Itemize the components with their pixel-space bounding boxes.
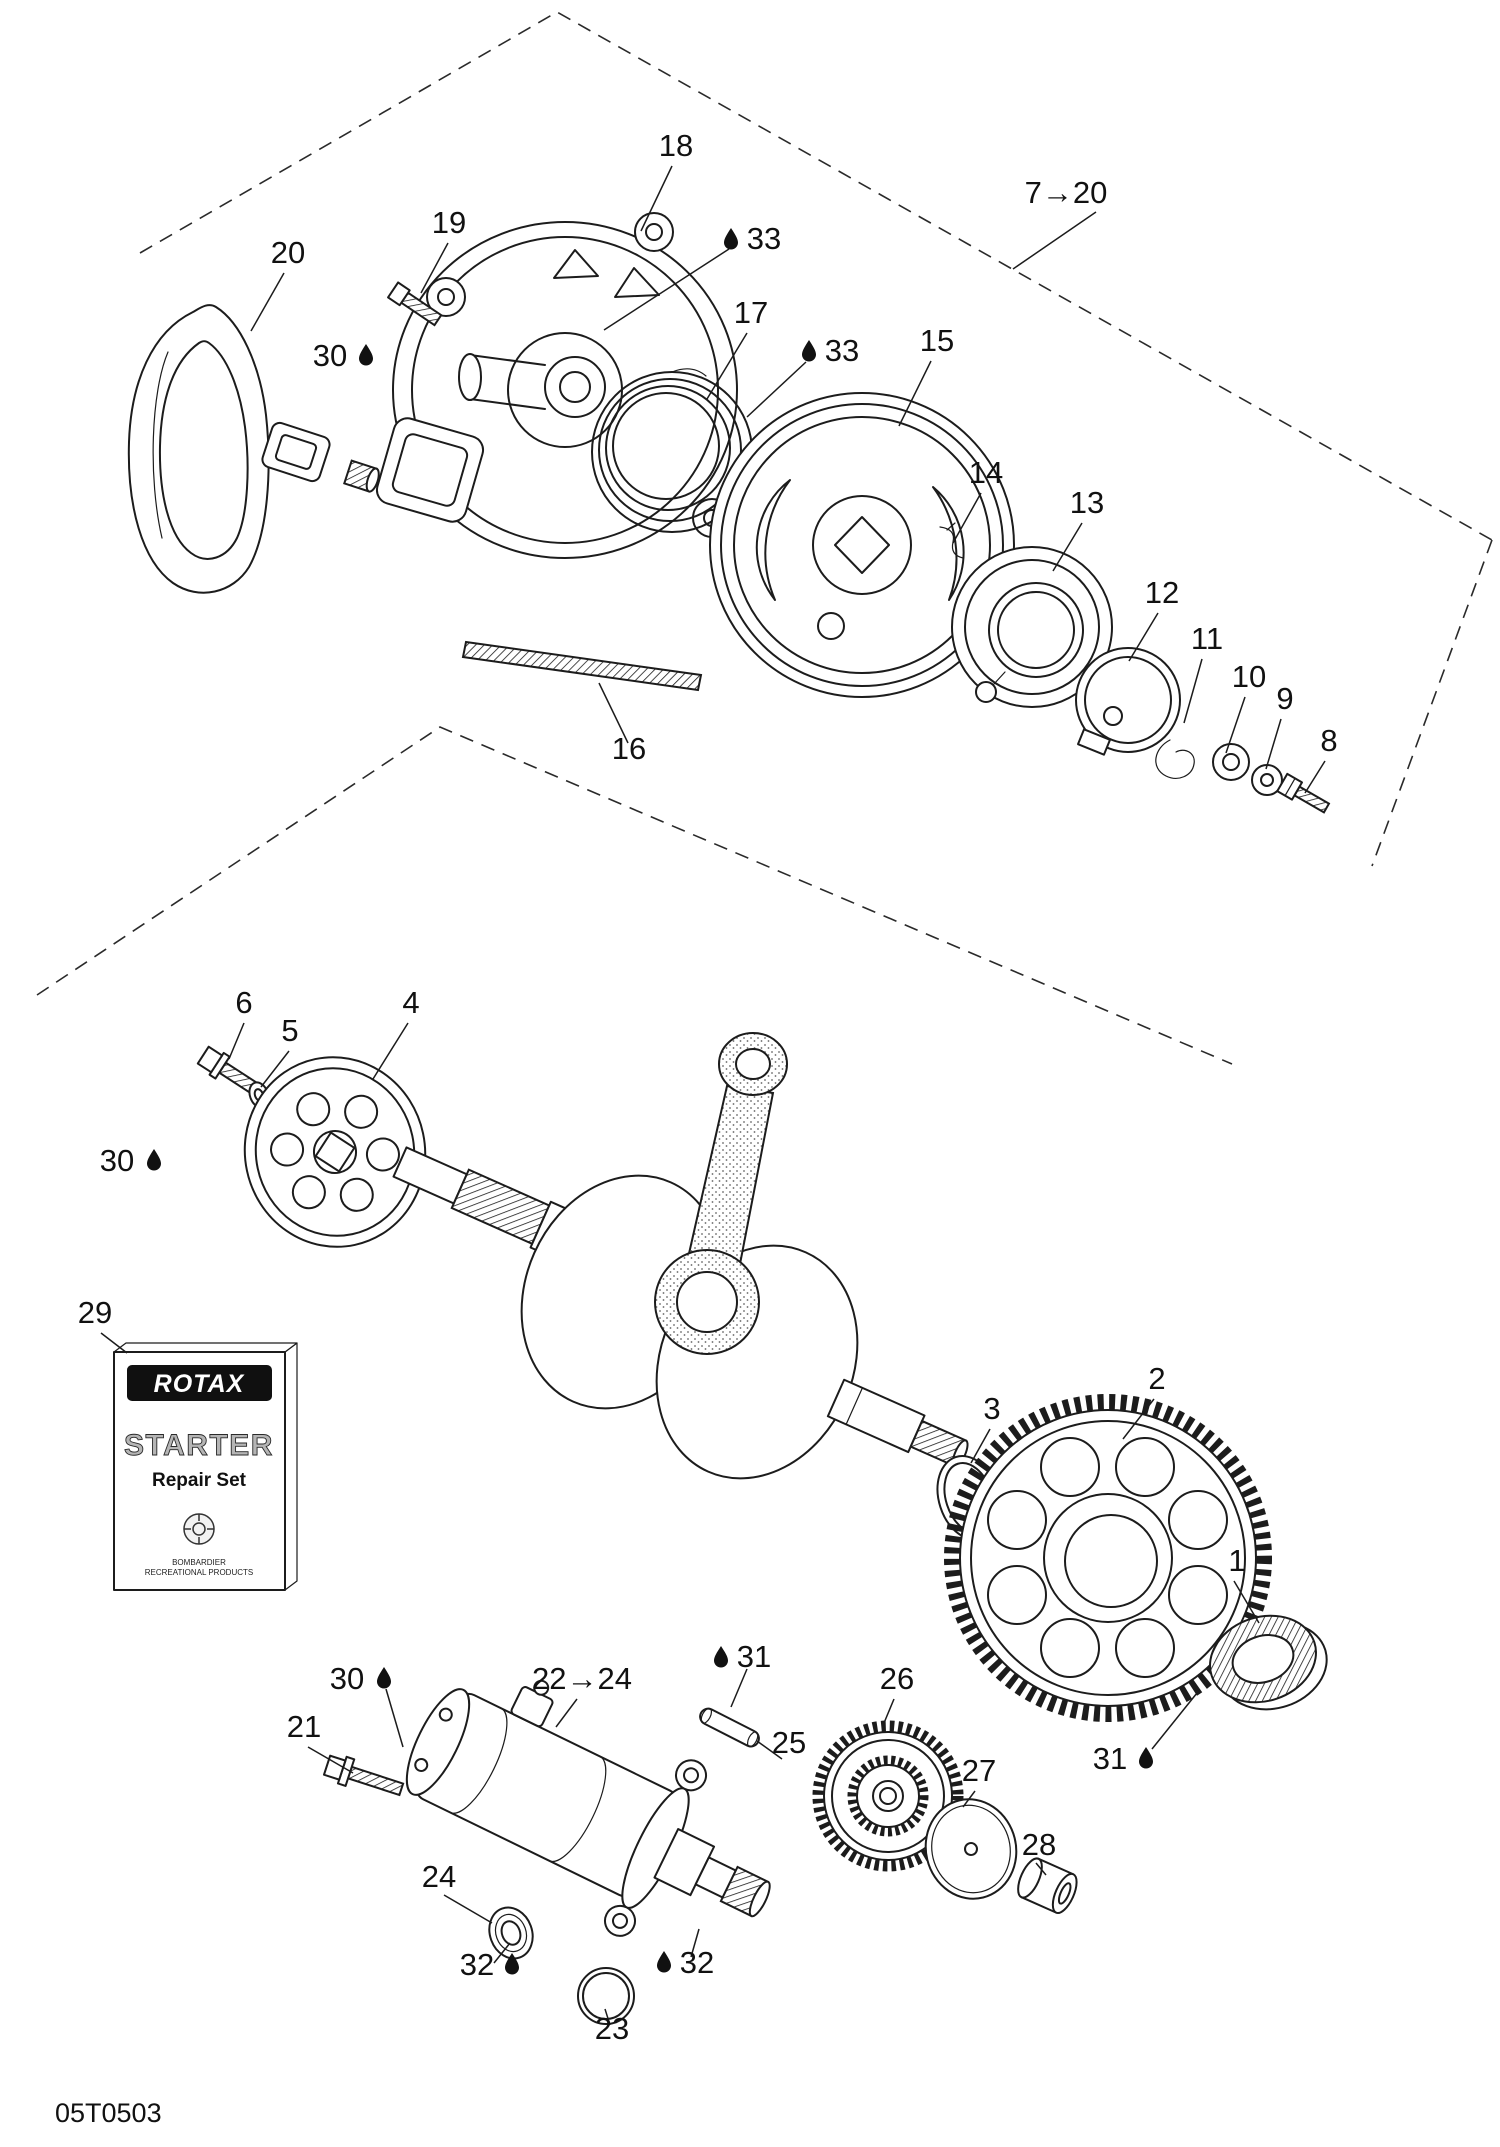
callout-13: 13 [1070,485,1104,520]
spacer-bushing [1017,1857,1078,1914]
ring-gear [944,1394,1272,1722]
callout-range-7-20: 7→20 [1025,175,1108,210]
callout-33-a: 33 [747,221,781,256]
electric-starter-motor [405,1679,771,1937]
friction-plate [1075,647,1181,756]
lubricant-drop-icon [657,1951,671,1973]
callout-5: 5 [281,1013,298,1048]
callout-33-b: 33 [825,333,859,368]
crankshaft [392,1032,969,1480]
callout-3: 3 [983,1391,1000,1426]
rope-sheave [709,392,1015,698]
callout-32-left: 32 [460,1947,494,1982]
needle-bearing [1209,1614,1328,1711]
callout-29: 29 [78,1295,112,1330]
callout-30-mid: 30 [100,1143,134,1178]
rotax-logo-text: ROTAX [154,1370,245,1398]
rotax-logo-band [127,1365,272,1401]
friction-spring [1155,739,1195,779]
callout-10: 10 [1232,659,1266,694]
callout-11: 11 [1191,621,1223,656]
motor-o-ring [577,1967,635,2025]
callout-24: 24 [422,1859,456,1894]
lock-washer [1212,743,1250,781]
callout-6: 6 [235,985,252,1020]
callout-20: 20 [271,235,305,270]
starter-handle [127,304,380,594]
intermediate-gear [812,1720,964,1872]
lubricant-drop-icon [1139,1747,1153,1769]
lubricant-drop-icon [359,344,373,366]
callouts: 18 19 20 30 33 17 33 15 7→20 14 13 12 11… [78,128,1338,2046]
callout-25: 25 [772,1725,806,1760]
kit-title: STARTER [124,1429,274,1462]
lubricant-drop-icon [714,1646,728,1668]
connecting-rod [654,1032,788,1355]
callout-15: 15 [920,323,954,358]
callout-16: 16 [612,731,646,766]
lubricant-drop-icon [505,1953,519,1975]
lubricant-drop-icon [802,340,816,362]
document-code: 05T0503 [55,2098,162,2128]
leader-lines [100,165,1326,2026]
lubricant-drop-icon [377,1667,391,1689]
callout-31-right: 31 [1093,1741,1127,1776]
starter-cup [243,1056,427,1248]
kit-footer-line2: RECREATIONAL PRODUCTS [145,1568,253,1577]
repair-kit-box: ROTAX STARTER Repair Set BOMBARDIER RECR… [113,1342,298,1591]
callout-21: 21 [287,1709,321,1744]
housing-rope-port [375,417,485,523]
recoil-starter-housing [375,212,738,559]
callout-18: 18 [659,128,693,163]
callout-30-bottom: 30 [330,1661,364,1696]
motor-seal [488,1906,534,1960]
callout-31-pin: 31 [737,1639,771,1674]
callout-14: 14 [969,455,1003,490]
rope-ferrule [343,459,380,493]
callout-12: 12 [1145,575,1179,610]
flat-washer [1251,764,1283,796]
motor-bolt [322,1754,405,1797]
dowel-pin [699,1707,760,1748]
lubricant-drop-icon [724,228,738,250]
callout-8: 8 [1320,723,1337,758]
construction-lines [36,11,1493,1065]
thrust-washer [924,1798,1018,1900]
hub-screw [1276,772,1331,814]
callout-1: 1 [1228,1543,1245,1578]
callout-range-22-24: 22→24 [532,1661,632,1696]
kit-subtitle: Repair Set [152,1470,247,1491]
housing-bolt [387,281,443,327]
callout-19: 19 [432,205,466,240]
callout-26: 26 [880,1661,914,1696]
callout-27: 27 [962,1753,996,1788]
callout-17: 17 [734,295,768,330]
kit-footer-line1: BOMBARDIER [172,1558,226,1567]
rotax-emblem-icon [183,1513,215,1545]
starter-rope [461,640,703,692]
starter-hub [951,546,1113,708]
callout-32-right: 32 [680,1945,714,1980]
callout-28: 28 [1022,1827,1056,1862]
callout-2: 2 [1148,1361,1165,1396]
callout-4: 4 [402,985,419,1020]
callout-23: 23 [595,2011,629,2046]
lubricant-drop-icon [147,1149,161,1171]
callout-30-top: 30 [313,338,347,373]
callout-9: 9 [1276,681,1293,716]
